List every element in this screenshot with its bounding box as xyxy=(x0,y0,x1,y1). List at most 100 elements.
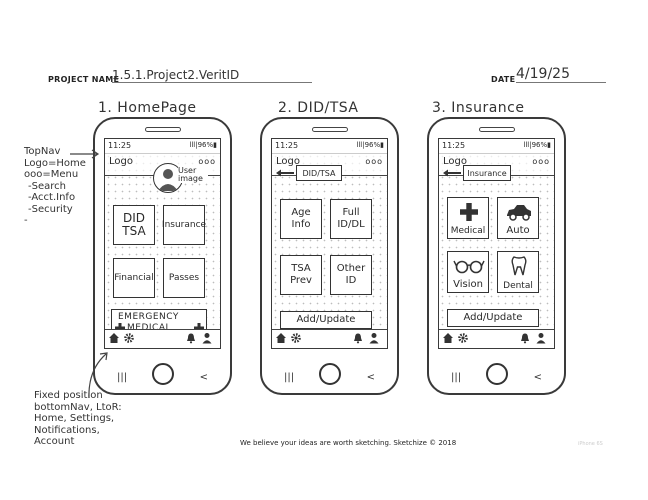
tile-age-info[interactable]: Age Info xyxy=(280,199,322,239)
status-bar: 11:25 lll|96%▮ xyxy=(272,139,387,154)
tile-auto[interactable]: Auto xyxy=(497,197,539,239)
status-bar: 11:25 lll|96%▮ xyxy=(439,139,554,154)
annotation-line: -Search xyxy=(28,180,66,192)
annotation-line: Logo=Home xyxy=(24,157,86,169)
screen-homepage: 11:25 lll|96%▮ Logo ooo User image DID T… xyxy=(104,138,221,349)
tile-insurance[interactable]: Insurance xyxy=(162,205,206,245)
logo-home-link[interactable]: Logo xyxy=(276,156,300,167)
annotation-line: - xyxy=(24,215,28,226)
annotation-arrow-bottomnav xyxy=(88,352,108,399)
back-hw-button[interactable]: < xyxy=(533,372,542,383)
phone-speaker xyxy=(144,127,181,132)
annotation-line: Fixed position xyxy=(34,390,103,401)
bottom-nav xyxy=(105,329,220,348)
phone-speaker xyxy=(478,127,515,132)
home-hw-button[interactable] xyxy=(318,363,341,385)
notification-bell-icon[interactable] xyxy=(352,332,364,344)
menu-dots-button[interactable]: ooo xyxy=(198,157,216,166)
annotation-line: Home, Settings, xyxy=(34,413,115,424)
notification-bell-icon[interactable] xyxy=(185,332,197,344)
home-icon[interactable] xyxy=(442,332,454,344)
tile-did-tsa[interactable]: DID TSA xyxy=(113,205,155,245)
account-icon[interactable] xyxy=(535,332,547,344)
screen-did-tsa: 11:25 lll|96%▮ Logo ooo DID/TSA Age Info… xyxy=(271,138,388,349)
date-label: DATE xyxy=(491,75,516,84)
screen-title-homepage: 1. HomePage xyxy=(98,100,197,116)
annotation-line: -Security xyxy=(28,203,73,215)
recent-apps-hw-button[interactable]: ||| xyxy=(451,372,462,383)
annotation-arrow-topnav xyxy=(70,149,100,159)
medical-cross-icon xyxy=(194,323,204,333)
footer-credit: We believe your ideas are worth sketchin… xyxy=(240,439,457,447)
notification-bell-icon[interactable] xyxy=(519,332,531,344)
annotation-line: ooo=Menu xyxy=(24,169,79,180)
annotation-line: Notifications, xyxy=(34,424,100,436)
medical-cross-icon xyxy=(115,323,125,333)
bottom-nav xyxy=(439,329,554,348)
settings-gear-icon[interactable] xyxy=(123,332,135,344)
tile-label: Auto xyxy=(506,225,530,236)
annotation-line: TopNav xyxy=(24,146,61,157)
logo-home-link[interactable]: Logo xyxy=(109,156,133,167)
account-icon[interactable] xyxy=(368,332,380,344)
phone-homepage: 11:25 lll|96%▮ Logo ooo User image DID T… xyxy=(93,117,232,395)
menu-dots-button[interactable]: ooo xyxy=(365,157,383,166)
tile-label: Dental xyxy=(503,281,533,291)
signal-battery: lll|96%▮ xyxy=(523,141,551,149)
annotation-line: bottomNav, LtoR: xyxy=(34,401,122,413)
tile-financial[interactable]: Financial xyxy=(113,258,155,298)
add-update-button[interactable]: Add/Update xyxy=(447,309,539,327)
medical-cross-icon xyxy=(460,203,478,221)
status-bar: 11:25 lll|96%▮ xyxy=(105,139,220,154)
tile-label: Vision xyxy=(453,279,483,290)
home-icon[interactable] xyxy=(108,332,120,344)
annotation-topnav: TopNav Logo=Home ooo=Menu -Search -Acct.… xyxy=(24,146,94,227)
back-hw-button[interactable]: < xyxy=(366,372,375,383)
tile-tsa-prev[interactable]: TSA Prev xyxy=(280,255,322,295)
account-icon[interactable] xyxy=(201,332,213,344)
tile-medical[interactable]: Medical xyxy=(447,197,489,239)
back-hw-button[interactable]: < xyxy=(199,372,208,383)
page-label-insurance: Insurance xyxy=(463,165,511,181)
tile-label: Medical xyxy=(450,226,486,236)
tile-vision[interactable]: Vision xyxy=(447,251,489,293)
phone-did-tsa: 11:25 lll|96%▮ Logo ooo DID/TSA Age Info… xyxy=(260,117,399,395)
tile-other-id[interactable]: Other ID xyxy=(330,255,372,295)
project-name-label: PROJECT NAME xyxy=(48,75,120,84)
home-hw-button[interactable] xyxy=(151,363,174,385)
settings-gear-icon[interactable] xyxy=(457,332,469,344)
annotation-bottomnav: Fixed position bottomNav, LtoR: Home, Se… xyxy=(34,390,144,448)
recent-apps-hw-button[interactable]: ||| xyxy=(117,372,128,383)
status-time: 11:25 xyxy=(108,141,132,150)
settings-gear-icon[interactable] xyxy=(290,332,302,344)
tile-passes[interactable]: Passes xyxy=(163,258,205,298)
add-update-button[interactable]: Add/Update xyxy=(280,311,372,329)
annotation-line: Account xyxy=(34,436,75,447)
bottom-nav xyxy=(272,329,387,348)
menu-dots-button[interactable]: ooo xyxy=(532,157,550,166)
screen-insurance: 11:25 lll|96%▮ Logo ooo Insurance Medica… xyxy=(438,138,555,349)
date-value: 4/19/25 xyxy=(516,66,606,83)
glasses-icon xyxy=(453,260,485,274)
status-time: 11:25 xyxy=(275,141,299,150)
back-arrow-icon[interactable] xyxy=(276,169,294,177)
tile-dental[interactable]: Dental xyxy=(497,251,539,293)
signal-battery: lll|96%▮ xyxy=(356,141,384,149)
home-icon[interactable] xyxy=(275,332,287,344)
recent-apps-hw-button[interactable]: ||| xyxy=(284,372,295,383)
project-name-value: 1.5.1.Project2.VeritID xyxy=(112,68,312,83)
screen-title-insurance: 3. Insurance xyxy=(432,100,525,116)
emergency-label: EMERGENCY xyxy=(118,312,179,322)
status-time: 11:25 xyxy=(442,141,466,150)
user-silhouette-icon xyxy=(158,169,178,191)
phone-insurance: 11:25 lll|96%▮ Logo ooo Insurance Medica… xyxy=(427,117,566,395)
logo-home-link[interactable]: Logo xyxy=(443,156,467,167)
home-hw-button[interactable] xyxy=(485,363,508,385)
tile-full-id-dl[interactable]: Full ID/DL xyxy=(330,199,372,239)
screen-title-did-tsa: 2. DID/TSA xyxy=(278,100,359,116)
annotation-line: -Acct.Info xyxy=(28,192,76,203)
signal-battery: lll|96%▮ xyxy=(189,141,217,149)
back-arrow-icon[interactable] xyxy=(443,169,461,177)
car-icon xyxy=(507,205,531,221)
medical-label: MEDICAL xyxy=(127,323,171,333)
